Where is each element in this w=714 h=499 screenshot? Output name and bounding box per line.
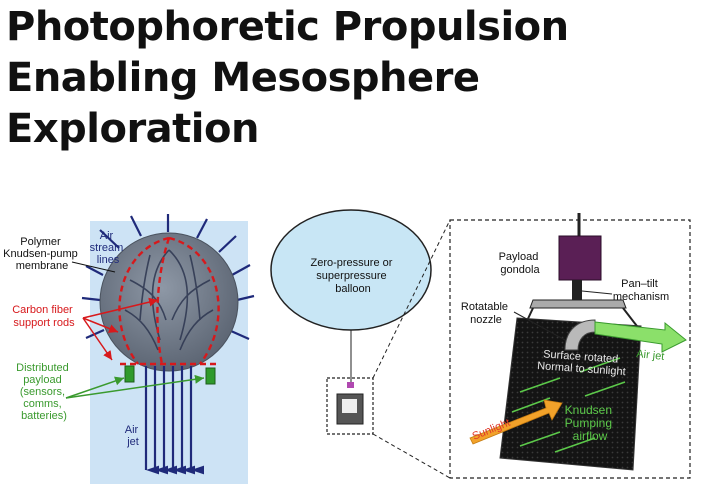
nozzle-leader [513,311,566,341]
knudsen-label: Knudsen Pumping airflow [565,403,616,443]
left-air-jet-label: Air jet [125,424,142,448]
sunlight-arrow [469,399,563,445]
airflow-lines [511,357,626,453]
air-stream-lines [81,214,255,341]
payload-label: Distributed payload (sensors, comms, bat… [16,362,72,422]
gondola-label: Payload gondola [499,251,542,276]
air-stream-lines-label: Air stream lines [90,230,127,266]
page-title: Photophoretic Propulsion Enabling Mesosp… [6,2,569,155]
left-panel: Air stream lines Polymer Knudsen-pump me… [3,214,255,484]
support-rods-label: Carbon fiber support rods [12,304,76,329]
payload-leader-1 [65,376,125,399]
payload-leader-2 [65,374,205,399]
zoom-line-top [372,219,451,379]
payload-pod-left [124,365,135,383]
rods-leader-3 [82,317,113,361]
title-line-2: Enabling Mesosphere [6,55,480,101]
title-line-3: Exploration [6,106,259,152]
title-line-1: Photophoretic Propulsion [6,4,569,50]
inset-box [326,377,374,435]
membrane-sphere [99,232,239,372]
payload-gondola [558,235,602,281]
payload-pod-right [205,367,216,385]
mini-gondola [347,382,354,388]
membrane-leader [71,261,116,273]
rods-leader-2 [82,317,119,333]
air-jet-label: Air jet [636,348,665,363]
pan-tilt-label: Pan–tilt mechanism [613,278,669,303]
air-jet-arrow [594,321,687,353]
rods-leader-1 [82,297,159,319]
zoom-box [449,219,691,479]
right-panel: Zero-pressure or superpressure balloon [270,209,691,479]
balloon-label: Zero-pressure or superpressure balloon [311,257,396,295]
carbon-fiber-rods [118,236,220,366]
pan-tilt-leader [581,290,613,295]
pan-tilt-mechanism [572,280,582,300]
support-frame [529,299,627,309]
zoom-line-bottom [372,433,451,479]
air-jet-arrows [144,366,205,475]
mini-panel-window [342,399,357,413]
membrane-label: Polymer Knudsen-pump membrane [3,236,81,272]
nozzle-label: Rotatable nozzle [461,301,511,326]
